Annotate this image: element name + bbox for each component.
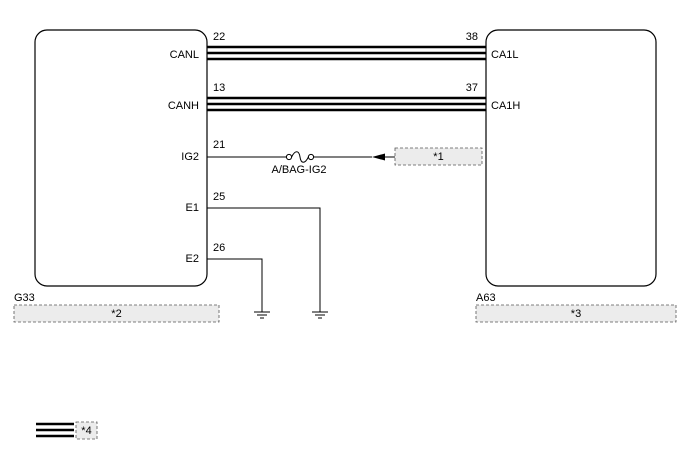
pin-number-ca1h: 37 (466, 82, 478, 94)
pin-name-e2: E2 (186, 253, 199, 265)
ground-icon (254, 311, 270, 319)
pin-name-ca1l: CA1L (491, 49, 519, 61)
right-ecu-box (485, 29, 657, 287)
legend-bus-symbol (36, 422, 74, 438)
fuse-icon (285, 151, 315, 163)
right-connector-id: A63 (476, 292, 496, 304)
can-bus-high-wire (207, 96, 486, 112)
ground-icon (312, 311, 328, 319)
pin-name-canh: CANH (168, 100, 199, 112)
legend-callout-label: *4 (81, 425, 91, 437)
pin-number-canl: 22 (213, 31, 225, 43)
pin-name-ig2: IG2 (181, 151, 199, 163)
pin-name-ca1h: CA1H (491, 100, 520, 112)
pin-name-e1: E1 (186, 202, 199, 214)
e2-ground-wire (207, 258, 263, 312)
right-ecu-callout (475, 304, 677, 323)
can-bus-low-wire (207, 45, 486, 61)
e1-ground-wire (207, 207, 321, 312)
fuse-label: A/BAG-IG2 (271, 164, 326, 176)
left-ecu-callout (13, 304, 220, 323)
power-source-callout (394, 147, 483, 166)
pin-number-ig2: 21 (213, 139, 225, 151)
right-ecu-callout-label: *3 (571, 308, 581, 320)
arrow-icon (372, 153, 385, 161)
power-source-callout-label: *1 (433, 151, 443, 163)
legend-callout (75, 421, 98, 440)
pin-number-ca1l: 38 (466, 31, 478, 43)
left-ecu-box (34, 29, 208, 287)
pin-number-e1: 25 (213, 191, 225, 203)
pin-name-canl: CANL (170, 49, 199, 61)
pin-number-e2: 26 (213, 242, 225, 254)
pin-number-canh: 13 (213, 82, 225, 94)
left-connector-id: G33 (14, 292, 35, 304)
left-ecu-callout-label: *2 (111, 308, 121, 320)
